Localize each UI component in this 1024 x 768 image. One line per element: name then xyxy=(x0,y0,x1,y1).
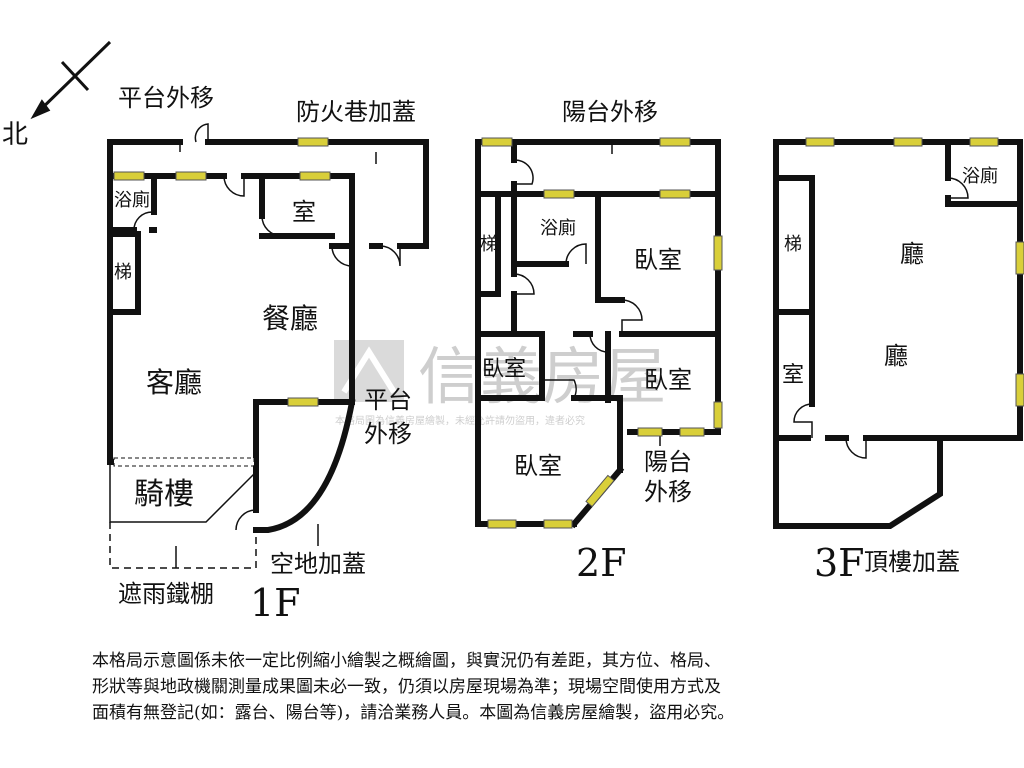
f2-bedroom-2: 臥室 xyxy=(482,357,526,382)
f1-bath: 浴廁 xyxy=(114,189,150,211)
f3-subtitle: 頂樓加蓋 xyxy=(864,548,960,576)
f2-title: 2F xyxy=(576,541,627,585)
disclaimer: 本格局示意圖係未依一定比例縮小繪製之概繪圖，與實況仍有差距，其方位、格局、 形狀… xyxy=(92,648,992,726)
f2-balcony-moved-top: 陽台外移 xyxy=(562,98,658,126)
disclaimer-line: 面積有無登記(如：露台、陽台等)，請洽業務人員。本圖為信義房屋繪製，盜用必究。 xyxy=(92,703,735,723)
f1-room: 室 xyxy=(292,198,316,226)
f3-title: 3F xyxy=(814,541,865,585)
f1-arcade: 騎樓 xyxy=(134,477,194,512)
disclaimer-line: 形狀等與地政機關測量成果圖未必一致，仍須以房屋現場為準；現場空間使用方式及 xyxy=(92,677,721,697)
floor1-walls xyxy=(107,139,429,533)
f1-platform-side-2: 外移 xyxy=(364,420,412,448)
f1-rain-shelter: 遮雨鐵棚 xyxy=(118,580,214,608)
f1-living: 客廳 xyxy=(146,366,202,399)
f3-hall-1: 廳 xyxy=(900,240,924,268)
f1-open-space-covered: 空地加蓋 xyxy=(270,550,366,578)
f1-dining: 餐廳 xyxy=(262,302,318,335)
f2-stairs: 梯 xyxy=(480,234,498,255)
f3-bath: 浴廁 xyxy=(962,165,998,187)
f3-room: 室 xyxy=(782,363,804,388)
f3-stairs: 梯 xyxy=(784,234,802,255)
floor2-windows xyxy=(481,137,723,529)
north-label: 北 xyxy=(2,120,28,150)
f1-stairs: 梯 xyxy=(114,262,132,283)
f2-bedroom-1: 臥室 xyxy=(634,246,682,274)
f3-hall-2: 廳 xyxy=(884,342,908,370)
floor1-labels: 平台外移 防火巷加蓋 浴廁 室 梯 餐廳 客廳 平台 外移 騎樓 空地加蓋 遮雨… xyxy=(114,84,416,625)
floor3-labels: 浴廁 梯 廳 廳 室 3F 頂樓加蓋 xyxy=(782,165,998,585)
f1-platform-moved-top: 平台外移 xyxy=(118,84,214,112)
f1-title: 1F xyxy=(250,581,301,625)
floor3-thin-lines xyxy=(793,177,969,459)
f2-bedroom-3: 臥室 xyxy=(644,366,692,394)
north-arrow xyxy=(30,40,112,120)
f1-platform-side-1: 平台 xyxy=(364,386,412,414)
f2-bath: 浴廁 xyxy=(540,217,576,239)
disclaimer-line: 本格局示意圖係未依一定比例縮小繪製之概繪圖，與實況仍有差距，其方位、格局、 xyxy=(92,651,721,671)
f2-balcony-side-1: 陽台 xyxy=(644,448,692,476)
watermark-notice: 本格局圖為信義房屋繪製，未經允許請勿盜用，違者必究 xyxy=(335,414,585,427)
f2-balcony-side-2: 外移 xyxy=(644,478,692,506)
f1-fire-lane-covered: 防火巷加蓋 xyxy=(296,98,416,126)
f2-bedroom-4: 臥室 xyxy=(514,452,562,480)
floor1-windows xyxy=(113,137,331,467)
floor2-walls xyxy=(475,139,721,529)
floor3-windows xyxy=(805,137,1024,407)
floor3-walls xyxy=(773,139,1023,529)
floor2-labels: 陽台外移 梯 浴廁 臥室 臥室 臥室 臥室 陽台 外移 2F xyxy=(480,98,692,585)
